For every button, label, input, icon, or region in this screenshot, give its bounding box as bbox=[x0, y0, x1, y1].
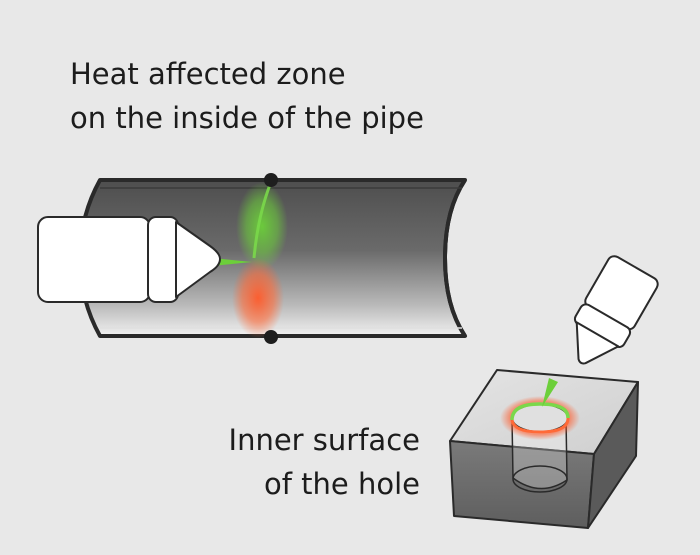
laser-head-body bbox=[37, 216, 151, 303]
hole-rim-red bbox=[510, 417, 570, 434]
laser-beam bbox=[212, 258, 252, 266]
pipe-seam-line bbox=[252, 181, 273, 259]
laser-head-hole-nozzle bbox=[575, 321, 620, 365]
seam-dot-bottom bbox=[264, 330, 278, 344]
pipe-caption: Heat affected zone on the inside of the … bbox=[70, 52, 424, 140]
hole-caption-line1: Inner surface bbox=[228, 423, 420, 457]
hole-caption: Inner surface of the hole bbox=[210, 418, 420, 506]
hole-caption-line2: of the hole bbox=[263, 467, 420, 501]
pipe-caption-line1: Heat affected zone bbox=[70, 57, 346, 91]
block bbox=[449, 369, 639, 529]
heat-zone-green bbox=[236, 182, 288, 270]
heat-zone-red bbox=[232, 258, 284, 338]
laser-head-hole bbox=[573, 255, 659, 365]
hole-rim-green bbox=[510, 402, 570, 421]
laser-beam-hole bbox=[542, 378, 558, 407]
laser-head-pipe bbox=[37, 216, 221, 303]
laser-head-collar bbox=[147, 216, 179, 303]
laser-head-nozzle bbox=[175, 221, 221, 298]
hole-bottom bbox=[512, 465, 568, 493]
block-right-face bbox=[587, 381, 639, 529]
pipe-open-end bbox=[442, 178, 467, 338]
pipe-caption-line2: on the inside of the pipe bbox=[70, 101, 424, 135]
seam-dot-top bbox=[264, 173, 278, 187]
